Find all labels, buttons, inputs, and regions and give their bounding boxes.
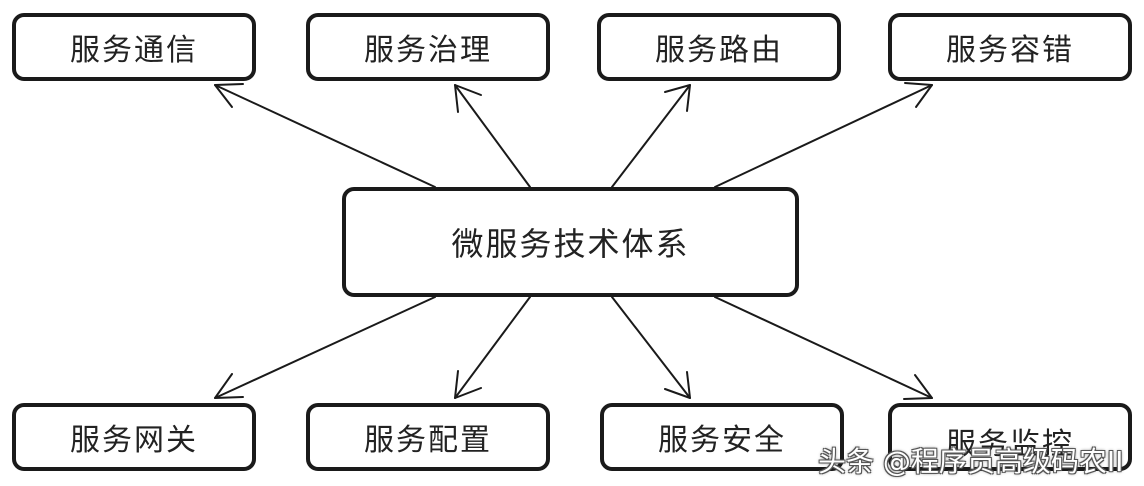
node-label: 服务通信 — [70, 33, 198, 68]
arrow-to-service-communication — [214, 83, 436, 188]
node-service-governance: 服务治理 — [306, 13, 550, 81]
arrow-to-service-governance — [454, 84, 531, 188]
node-label: 服务安全 — [658, 423, 786, 458]
node-service-monitoring: 服务监控 — [888, 403, 1132, 471]
arrow-to-service-security — [611, 296, 691, 399]
node-label: 服务路由 — [655, 33, 783, 68]
node-label: 服务网关 — [70, 423, 198, 458]
node-microservice-tech-system: 微服务技术体系 — [342, 187, 799, 297]
arrow-to-service-config — [454, 296, 531, 399]
arrow-to-service-gateway — [214, 296, 436, 399]
node-label: 服务治理 — [364, 33, 492, 68]
node-service-fault-tolerance: 服务容错 — [888, 13, 1132, 81]
node-label: 服务容错 — [946, 33, 1074, 68]
watermark: 头条 @程序员高级码农II — [818, 445, 1124, 478]
node-service-gateway: 服务网关 — [12, 403, 256, 471]
arrow-to-service-monitoring — [714, 296, 933, 400]
node-label: 服务配置 — [364, 423, 492, 458]
arrow-to-service-fault-tolerance — [714, 82, 933, 188]
node-service-communication: 服务通信 — [12, 13, 256, 81]
node-service-security: 服务安全 — [600, 403, 844, 471]
arrow-to-service-routing — [611, 84, 691, 188]
node-service-config: 服务配置 — [306, 403, 550, 471]
center-label: 微服务技术体系 — [451, 225, 690, 263]
node-service-routing: 服务路由 — [597, 13, 841, 81]
node-label: 服务监控 — [946, 427, 1074, 462]
